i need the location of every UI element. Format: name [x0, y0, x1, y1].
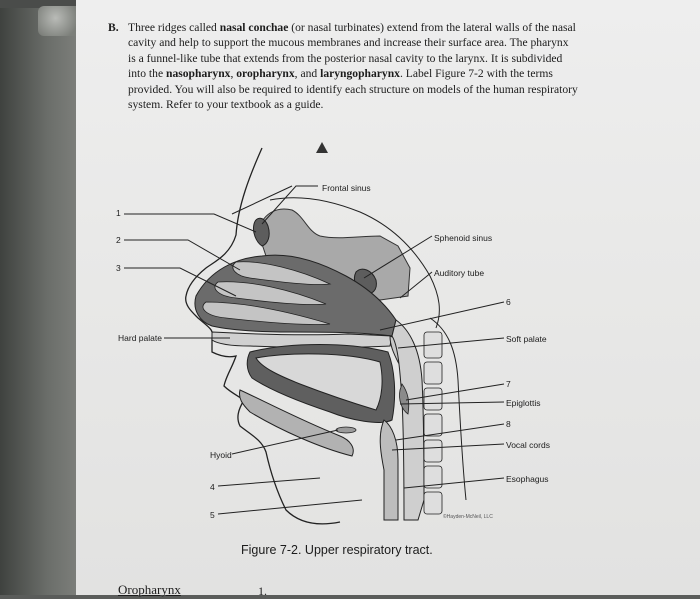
leader-lines: [124, 185, 505, 515]
mandible: [239, 389, 354, 457]
mouse-cursor-icon: [316, 142, 328, 153]
section-letter: B.: [108, 21, 119, 34]
label-frontal-sinus: Frontal sinus: [322, 183, 371, 193]
tongue: [255, 353, 383, 411]
skull-outline: [269, 197, 440, 329]
number-2: 2: [116, 235, 121, 245]
label-hyoid: Hyoid: [210, 450, 232, 460]
term-nasopharynx: nasopharynx: [166, 67, 231, 81]
answer-heading-oropharynx: Oropharynx: [118, 582, 181, 597]
larynx-trachea: [379, 419, 399, 521]
number-1: 1: [116, 208, 121, 218]
middle-concha: [214, 281, 327, 305]
screen-bezel: [0, 0, 80, 595]
section-b-paragraph: B. Three ridges called nasal conchae (or…: [108, 20, 578, 112]
number-6: 6: [506, 297, 511, 307]
separator: ,: [230, 67, 237, 81]
label-vocal-cords: Vocal cords: [506, 440, 550, 450]
section-body: Three ridges called nasal conchae (or na…: [128, 20, 578, 112]
label-soft-palate: Soft palate: [506, 334, 547, 344]
label-epiglottis: Epiglottis: [506, 398, 541, 408]
figure-caption: Figure 7-2. Upper respiratory tract.: [241, 543, 433, 557]
vertebral-column: [423, 331, 443, 515]
number-7: 7: [506, 379, 511, 389]
pharynx-wall: [391, 319, 425, 521]
inferior-concha: [202, 301, 331, 325]
superior-concha: [232, 261, 332, 285]
term-nasal-conchae: nasal conchae: [219, 21, 289, 34]
number-5: 5: [210, 510, 215, 520]
separator: , and: [294, 67, 321, 81]
number-3: 3: [116, 263, 121, 273]
label-sphenoid-sinus: Sphenoid sinus: [434, 233, 493, 243]
epiglottis: [399, 383, 410, 415]
thumbnail-image[interactable]: [38, 6, 82, 36]
paragraph-text: (or nasal turbinates) extend from the la…: [128, 21, 576, 81]
label-hard-palate: Hard palate: [118, 333, 162, 343]
answer-number: 1.: [258, 584, 267, 598]
paragraph-text: . Label Figure 7-2 with the terms provid…: [128, 67, 578, 112]
hyoid-bone: [335, 426, 357, 434]
paragraph-text: Three ridges called: [128, 21, 220, 34]
label-esophagus: Esophagus: [506, 474, 549, 484]
neck-back-outline: [429, 317, 467, 501]
number-4: 4: [210, 482, 215, 492]
copyright-notice: ©Hayden-McNeil, LLC: [443, 514, 493, 520]
label-auditory-tube: Auditory tube: [434, 268, 485, 278]
term-laryngopharynx: laryngopharynx: [320, 67, 400, 81]
face-profile-outline: [185, 147, 341, 525]
term-oropharynx: oropharynx: [236, 67, 295, 81]
frontal-sinus: [253, 217, 270, 247]
number-8: 8: [506, 419, 511, 429]
